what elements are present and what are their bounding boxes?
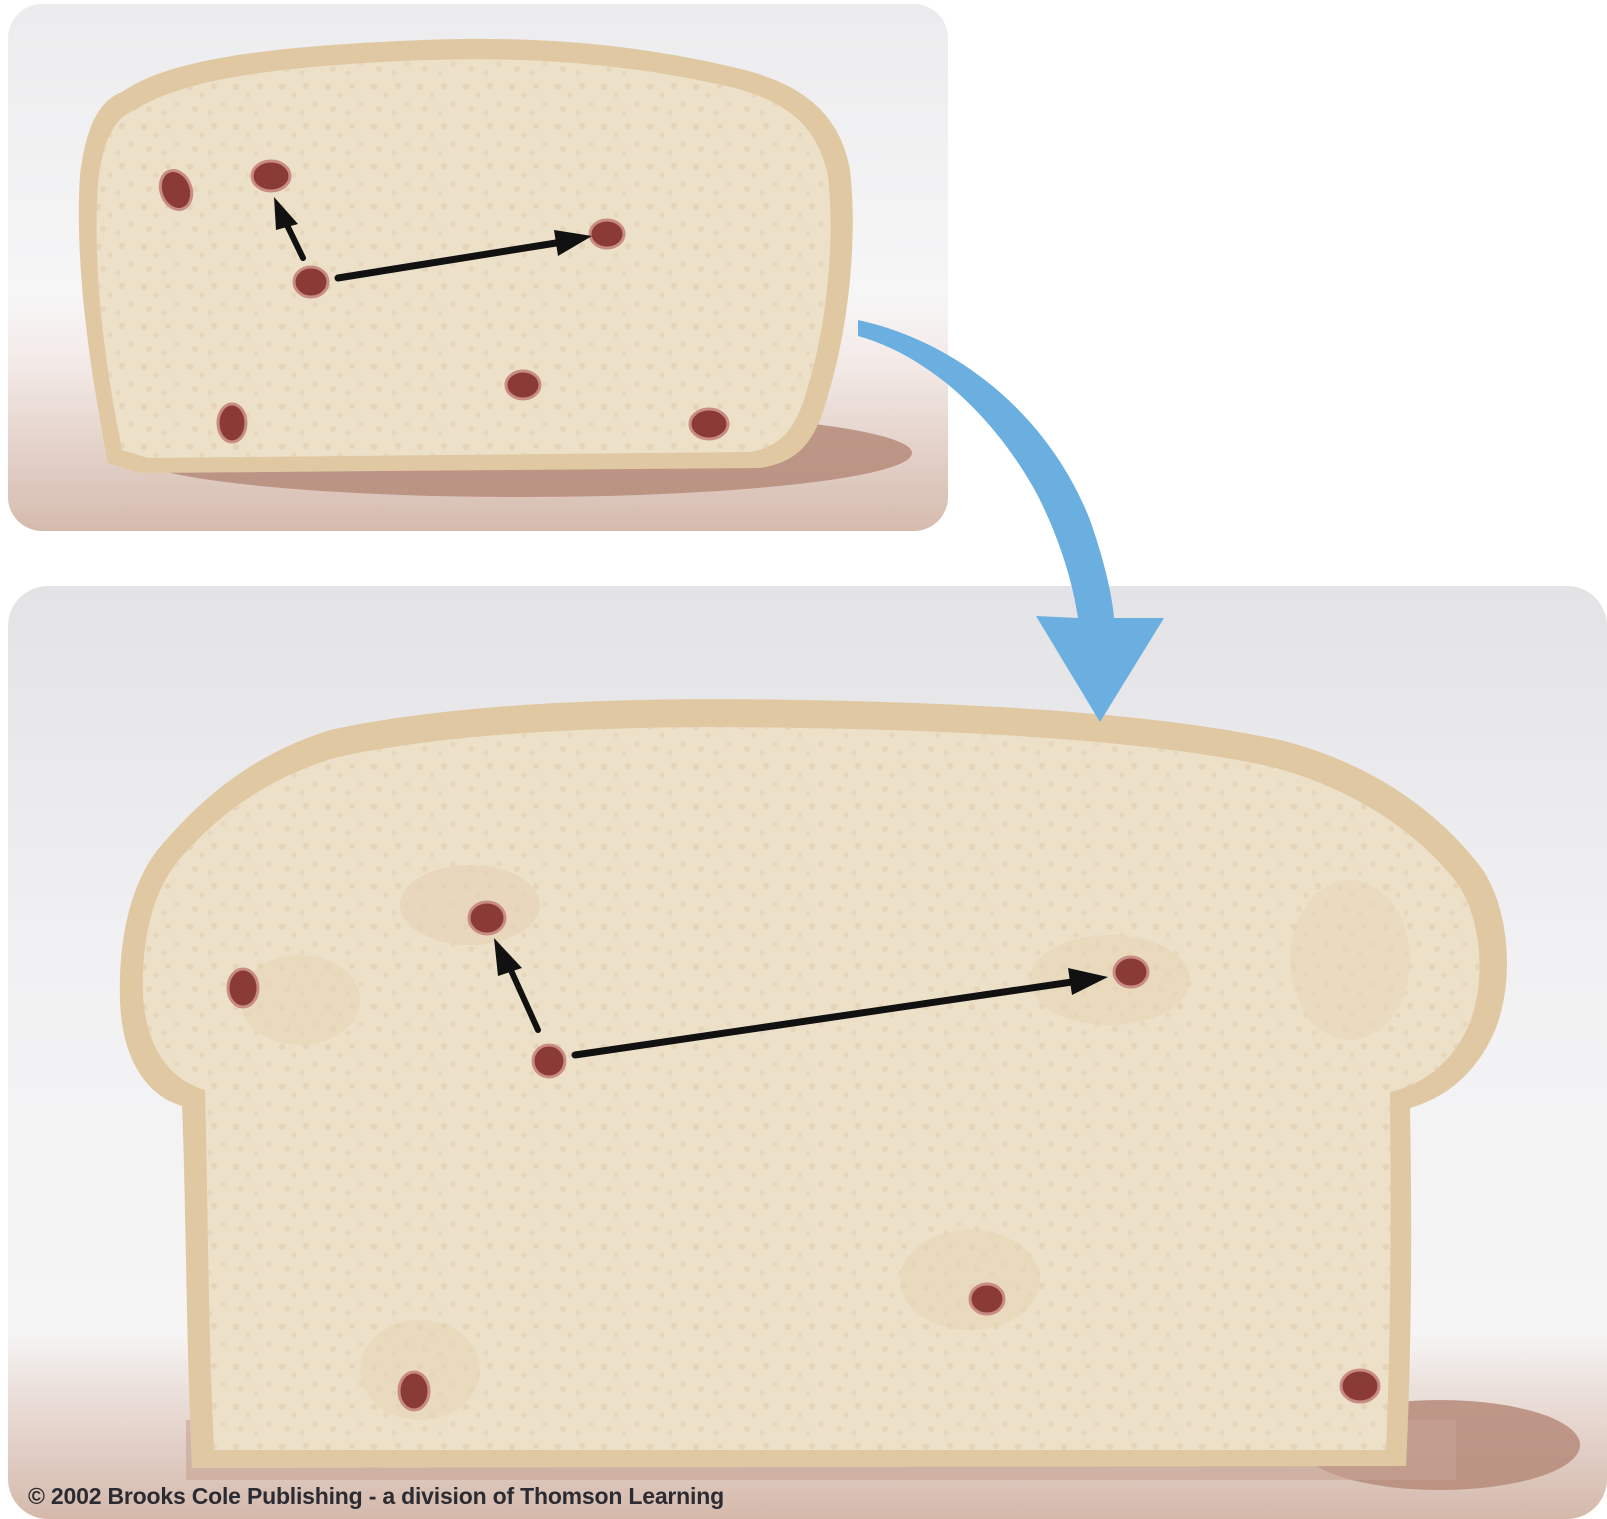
crumb-patch: [1030, 935, 1190, 1025]
raisin-icon: [228, 969, 258, 1007]
crumb-patch: [400, 865, 540, 945]
raisin-icon: [1114, 957, 1148, 987]
large-loaf-texture: [143, 727, 1480, 1450]
raisin-icon: [218, 404, 246, 442]
raisin-icon: [533, 1045, 565, 1077]
raisin-icon: [399, 1372, 429, 1410]
raisin-icon: [970, 1284, 1004, 1314]
copyright-notice: © 2002 Brooks Cole Publishing - a divisi…: [28, 1483, 724, 1510]
raisin-icon: [1341, 1370, 1379, 1402]
crumb-patch: [1290, 880, 1410, 1040]
crumb-patch: [900, 1230, 1040, 1330]
raisin-icon: [690, 409, 728, 439]
crumb-patch: [240, 955, 360, 1045]
small-loaf-panel: [8, 4, 948, 531]
raisin-icon: [506, 371, 540, 399]
raisin-icon: [294, 267, 328, 297]
raisin-icon: [590, 220, 624, 248]
raisin-icon: [252, 161, 290, 191]
raisin-icon: [469, 902, 505, 934]
